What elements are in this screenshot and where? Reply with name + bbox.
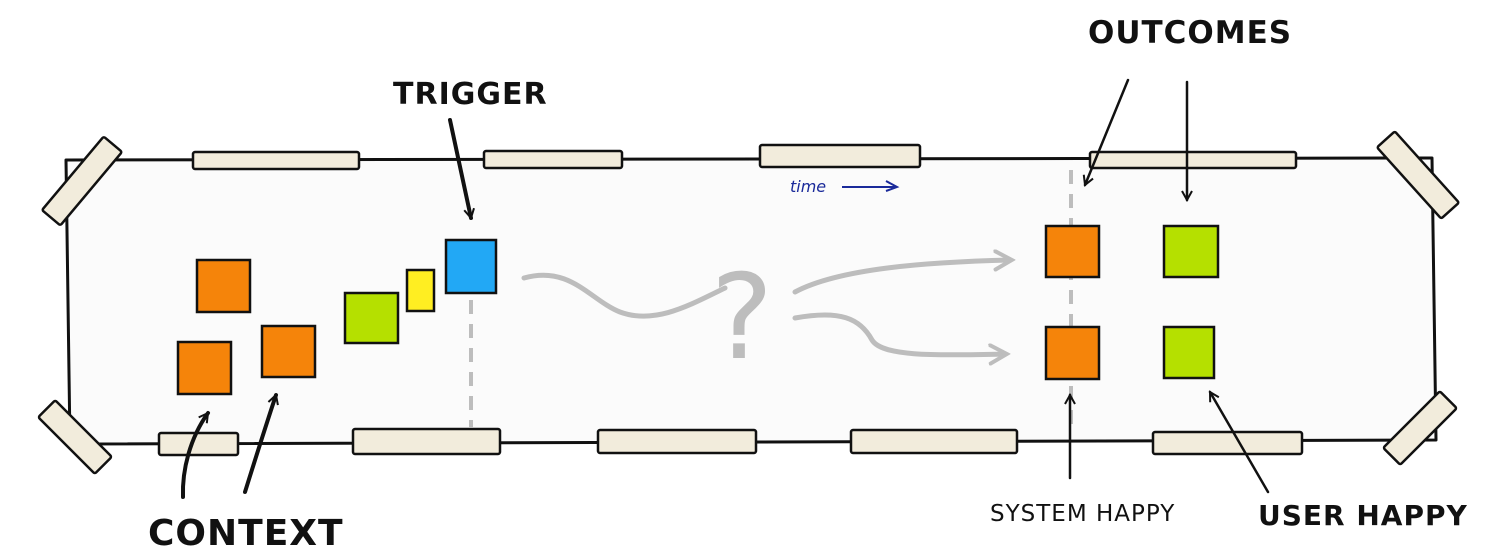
time-label: time <box>790 177 826 196</box>
tape-corner <box>37 399 113 475</box>
time-arrow-head <box>885 180 900 192</box>
tape-corner <box>41 136 123 226</box>
system-happy-label: SYSTEM HAPPY <box>990 501 1175 527</box>
blue-trigger-note <box>444 238 498 295</box>
squiggle <box>521 272 728 319</box>
tape-strip <box>596 428 758 455</box>
context-notes <box>176 238 498 396</box>
gray-arrow-upper <box>792 260 1010 295</box>
outcome-arrow-left <box>1085 78 1130 185</box>
annotation-arrows-thin <box>1070 78 1270 494</box>
context-arrow-right <box>243 393 276 494</box>
outcomes-label: OUTCOMES <box>1088 15 1292 51</box>
orange-note <box>1044 224 1101 279</box>
user-happy-arrow <box>1208 392 1270 494</box>
orange-note <box>260 324 317 379</box>
tape-corner <box>1376 130 1460 220</box>
tape-strip <box>1151 430 1304 456</box>
context-arrow-left <box>180 411 210 499</box>
tape-strip <box>758 143 922 169</box>
context-label: CONTEXT <box>148 513 344 554</box>
tape-strip <box>351 427 502 456</box>
tape-strip <box>482 149 624 170</box>
trigger-arrow <box>448 118 471 218</box>
trigger-label: TRIGGER <box>393 77 548 112</box>
orange-note <box>195 258 252 314</box>
orange-note <box>1044 325 1101 381</box>
unknown-flow <box>521 260 1010 355</box>
annotation-arrows <box>180 118 471 499</box>
green-note <box>1162 224 1220 279</box>
tape-strips <box>37 130 1460 475</box>
tape-strip <box>1088 150 1298 170</box>
gray-arrow-lower <box>792 312 1005 355</box>
tape-strip <box>849 428 1019 455</box>
green-note <box>343 291 400 345</box>
green-note <box>1162 325 1216 380</box>
tape-strip <box>191 150 361 171</box>
tape-strip <box>157 431 240 457</box>
orange-note <box>176 340 233 396</box>
tape-corner <box>1382 390 1458 466</box>
yellow-note <box>405 268 436 313</box>
outcome-notes <box>1044 224 1220 381</box>
question-mark: ? <box>711 248 774 386</box>
user-happy-label: USER HAPPY <box>1258 499 1468 532</box>
